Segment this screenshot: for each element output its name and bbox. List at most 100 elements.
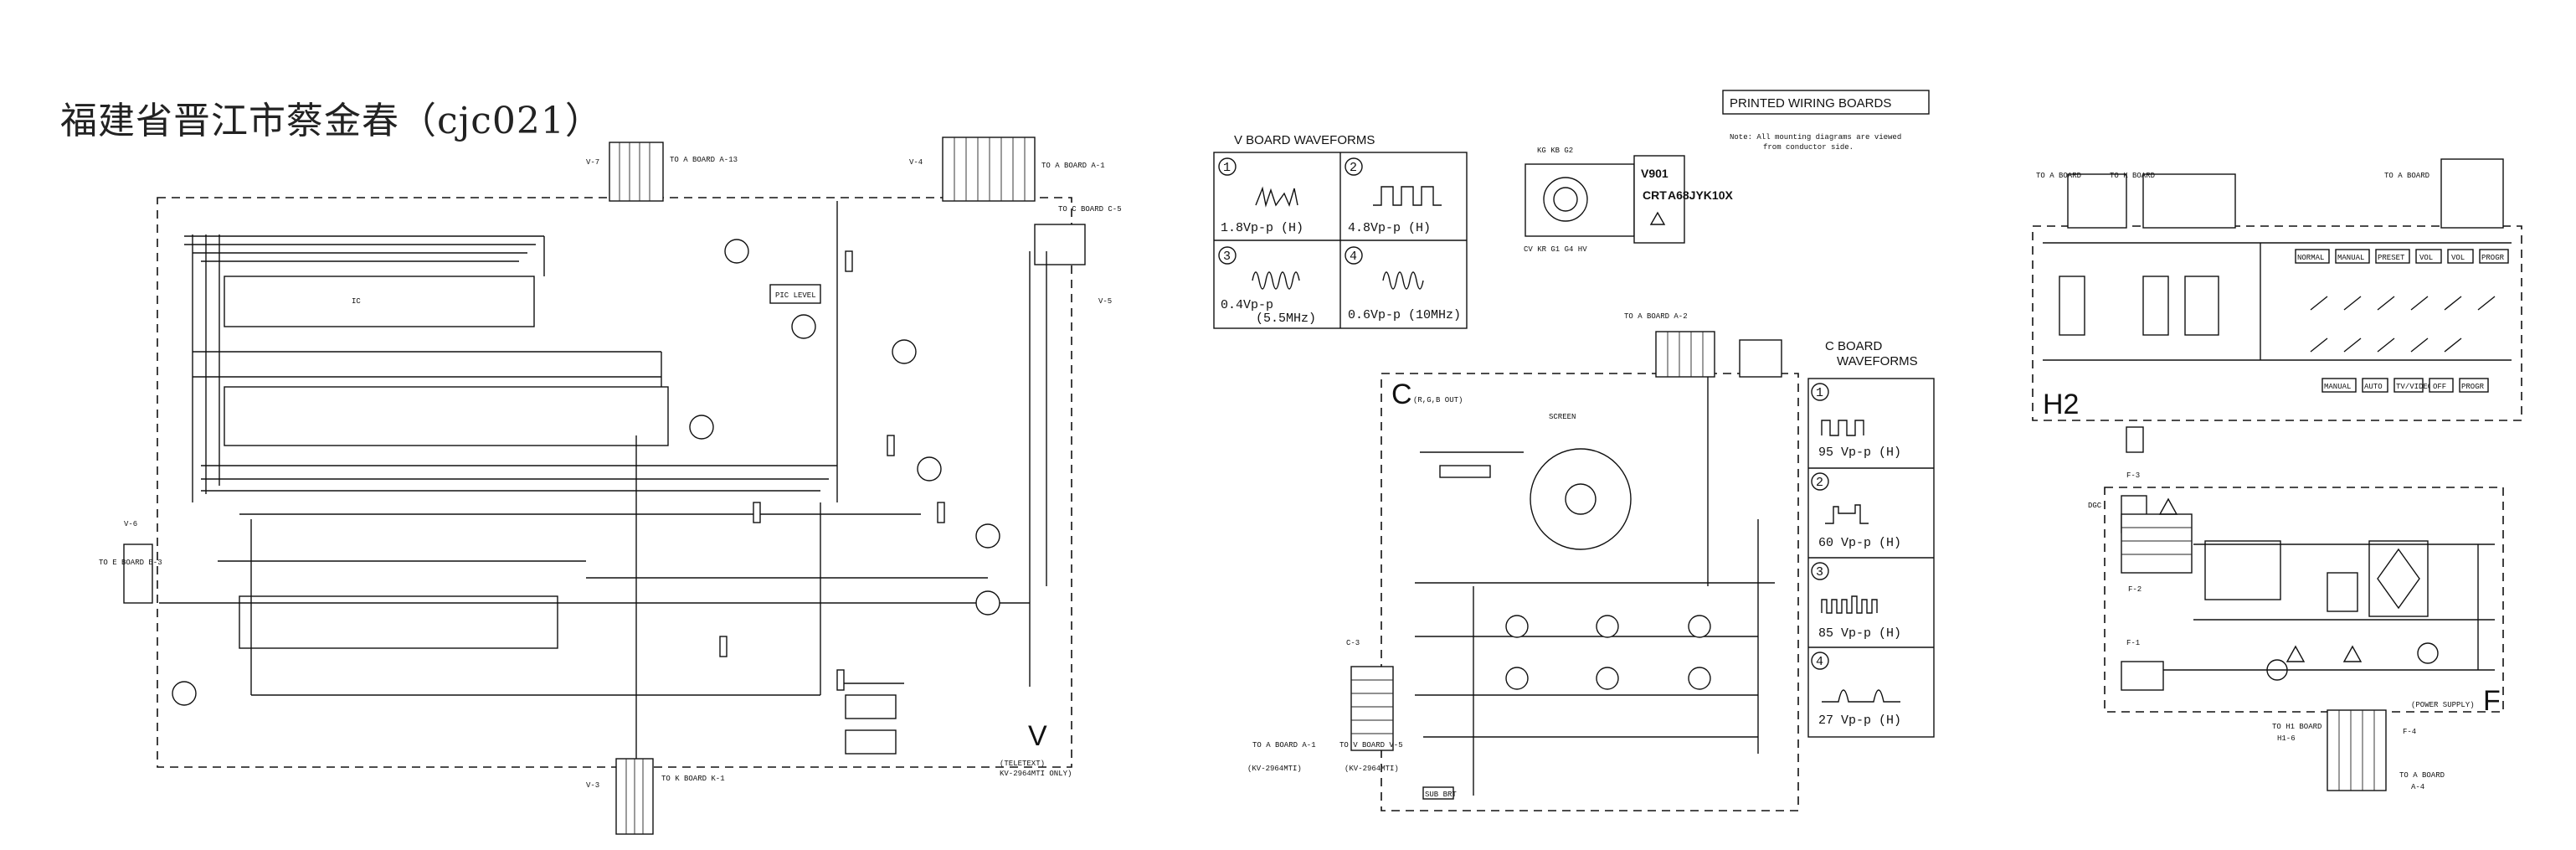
c-wave-2-value: 60 Vp-p (H) (1818, 536, 1901, 550)
crt-socket: KG KB G2 CV KR G1 G4 HV V901 CRT A68JYK1… (1524, 147, 1733, 254)
v-wave-3-sub: (5.5MHz) (1256, 312, 1316, 326)
c-crt-socket (1530, 448, 1632, 550)
v-wave-1-num: 1 (1223, 161, 1231, 175)
h2-connector-a-right (2440, 158, 2504, 229)
v-waveforms-panel: V BOARD WAVEFORMS 1 1.8Vp-p (H) 2 4.8Vp-… (1213, 133, 1468, 329)
c-wave-3-num: 3 (1816, 565, 1823, 580)
v-pic-level-label: PIC LEVEL (775, 291, 816, 300)
f-connector-f2 (2121, 513, 2193, 574)
v-wave-4-value: 0.6Vp-p (10MHz) (1348, 308, 1461, 322)
f-board-outline (2104, 487, 2504, 713)
v-v5-label: V-5 (1098, 297, 1112, 306)
f-f2-label: F-2 (2128, 585, 2142, 594)
f-f3-label: F-3 (2126, 471, 2140, 480)
v-pic-level-box (769, 284, 821, 304)
f-to-a-label: TO A BOARD (2399, 771, 2445, 780)
c-board-subtitle: (R,G,B OUT) (1413, 396, 1463, 404)
h2-btn-6 (2479, 249, 2509, 264)
v-connector-e3 (123, 543, 153, 604)
v-v3-label: V-3 (586, 781, 599, 790)
h2-to-k-label: TO K BOARD (2110, 172, 2155, 180)
crt-v901: V901 (1641, 167, 1668, 180)
watermark-title: 福建省晋江市蔡金春（cjc021） (60, 100, 603, 142)
f-to-h1-label: TO H1 BOARD (2272, 723, 2321, 731)
f-f4-label: F-4 (2403, 728, 2416, 736)
v-wave-2-value: 4.8Vp-p (H) (1348, 221, 1431, 235)
h2-to-a-right-label: TO A BOARD (2384, 172, 2429, 180)
f-a4-label: A-4 (2411, 783, 2424, 791)
h2-connector-bottom (2126, 426, 2144, 453)
f-board-letter: F (2483, 685, 2501, 717)
c-wave-1-value: 95 Vp-p (H) (1818, 446, 1901, 460)
v-waveforms-title: V BOARD WAVEFORMS (1234, 133, 1375, 147)
f-connector-h1 (2327, 709, 2387, 791)
f-h1-label: H1-6 (2277, 734, 2296, 743)
v-transistor-q3 (892, 339, 917, 364)
v-ic-row-2 (224, 386, 669, 446)
v-connector-c5 (1034, 224, 1086, 265)
crt-socket-body (1525, 163, 1635, 237)
v-transistor-q5 (975, 523, 1000, 549)
v-wave-3-num: 3 (1223, 250, 1231, 264)
crt-model: A68JYK10X (1668, 188, 1733, 202)
c-to-v5-label: TO V BOARD V-5 (1339, 741, 1403, 750)
c-board-letter: C (1391, 379, 1412, 410)
v-connector-top-right (942, 137, 1036, 202)
c-to-a1-label: TO A BOARD A-1 (1252, 741, 1316, 750)
pwb-note-line1: Note: All mounting diagrams are viewed (1730, 133, 1901, 142)
h2-connector-a (2067, 173, 2127, 229)
h2-board: H2 TO A BOARD TO K BOARD TO A BOARD NORM… (2032, 158, 2522, 453)
v-wave-1-value: 1.8Vp-p (H) (1221, 221, 1303, 235)
v-v6-label: V-6 (124, 520, 137, 528)
h2-btm-btn-4-label: OFF (2433, 383, 2446, 391)
c-model-left: (KV-2964MTI) (1247, 765, 1302, 773)
c-wave-1-num: 1 (1816, 386, 1823, 400)
crt-pins-bottom: CV KR G1 G4 HV (1524, 245, 1587, 254)
v-transistor-q4 (917, 456, 942, 482)
v-transistor-q7 (689, 415, 714, 440)
c-wave-2-num: 2 (1816, 476, 1823, 490)
v-ic-main (224, 276, 535, 327)
v-wave-4-num: 4 (1350, 250, 1357, 264)
c-model-right: (KV-2964MTI) (1345, 765, 1399, 773)
v-transistor-q2 (791, 314, 816, 339)
h2-btn-2-label: MANUAL (2337, 254, 2364, 262)
f-power-supply-label: (POWER SUPPLY) (2411, 701, 2475, 709)
h2-btm-btn-3-label: TV/VIDEO (2396, 383, 2432, 391)
c-connector-c3 (1350, 666, 1394, 751)
v-board: TO A BOARD A-13 TO A BOARD A-1 V-4 V-7 T… (99, 137, 1122, 835)
c-waveforms-title-2: WAVEFORMS (1837, 354, 1918, 368)
f-f1-label: F-1 (2126, 639, 2140, 647)
h2-btn-5-label: VOL (2451, 254, 2465, 262)
h2-connector-k (2142, 173, 2236, 229)
v-ic-video-processor (239, 595, 558, 649)
h2-btn-1 (2295, 249, 2330, 264)
f-board: F (POWER SUPPLY) DGC F-3 F-2 F-1 TO H1 B… (2088, 471, 2504, 791)
v-to-c5-label: TO C BOARD C-5 (1058, 205, 1122, 214)
v-ic-label: IC (352, 297, 361, 306)
pwb-note-line2: from conductor side. (1763, 143, 1854, 152)
c-board-outline (1381, 373, 1799, 811)
f-thp601 (2204, 540, 2281, 600)
c-c3-label: C-3 (1346, 639, 1360, 647)
h2-btm-btn-1-label: MANUAL (2324, 383, 2351, 391)
f-warning-icon-2 (2285, 645, 2306, 662)
h2-btn-4-label: VOL (2419, 254, 2433, 262)
v-wave-2-num: 2 (1350, 161, 1357, 175)
c-wave-3-value: 85 Vp-p (H) (1818, 626, 1901, 641)
v-wave-3-value: 0.4Vp-p (1221, 298, 1273, 312)
c-sub-brt-label: SUB BRT (1425, 791, 1457, 799)
h2-btm-btn-5-label: PROGR (2461, 383, 2485, 391)
h2-btn-5 (2447, 249, 2474, 264)
v-transistor-q1 (724, 239, 749, 264)
c-connector-a2 (1655, 331, 1715, 378)
v-note-line2: KV-2964MTI ONLY) (1000, 770, 1072, 778)
f-warning-icon-3 (2342, 645, 2363, 662)
v-note-line1: (TELETEXT) (1000, 760, 1045, 768)
c-waveforms-panel: C BOARD WAVEFORMS 1 95 Vp-p (H) 2 60 Vp-… (1807, 339, 1935, 738)
c-sub-brt-box (1422, 786, 1454, 800)
c-to-a2-label: TO A BOARD A-2 (1624, 312, 1688, 321)
f-connector-f1 (2121, 661, 2164, 691)
v-to-e3-label: TO E BOARD E-3 (99, 559, 162, 567)
v-transistor-q6 (975, 590, 1000, 616)
